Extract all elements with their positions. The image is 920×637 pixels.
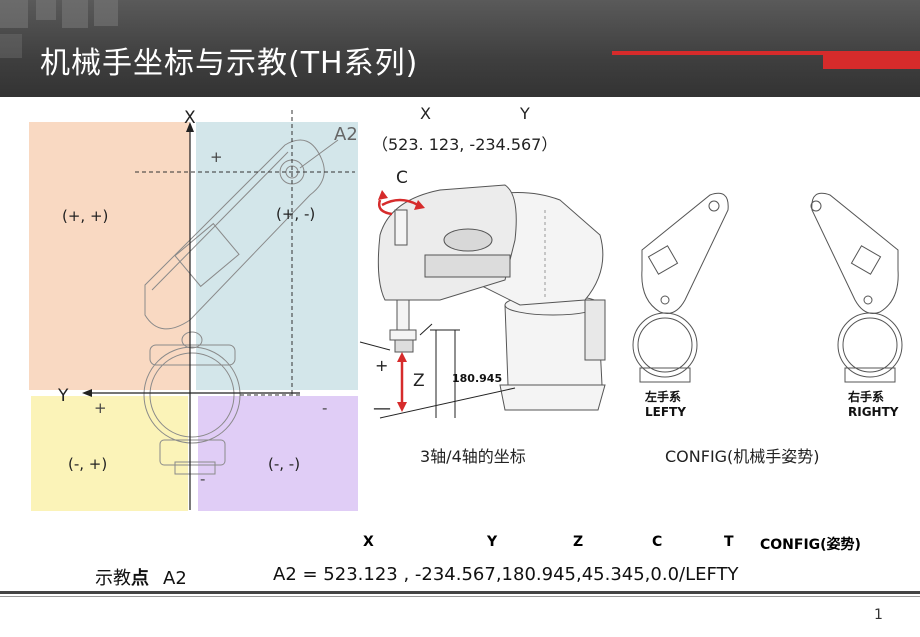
table-header-x: X — [363, 534, 374, 550]
quadrant-label-bl: (-, +) — [68, 455, 108, 473]
teach-point-bold: 点 — [131, 568, 149, 589]
table-header-z: Z — [573, 534, 584, 550]
plus-sign: + — [375, 356, 389, 375]
slide-title: 机械手坐标与示教(TH系列) — [40, 46, 419, 81]
table-header-t: T — [724, 534, 734, 550]
table-header-config: CONFIG(姿势) — [760, 537, 861, 553]
teach-point-value: A2 = 523.123 , -234.567,180.945,45.345,0… — [273, 564, 739, 585]
x-axis-arrow — [186, 122, 194, 132]
mid-caption: 3轴/4轴的坐标 — [420, 447, 526, 466]
quadrant-bottom-left — [31, 396, 188, 511]
quadrant-label-br: (-, -) — [268, 455, 301, 473]
coord-x-header: X — [420, 104, 431, 123]
x-axis-label: X — [184, 108, 196, 128]
teach-point-prefix: 示教 — [95, 568, 131, 589]
slide-header: 机械手坐标与示教(TH系列) — [0, 0, 920, 97]
minus-sign: — — [373, 398, 391, 419]
coord-y-header: Y — [520, 104, 530, 123]
page-number: 1 — [874, 607, 883, 623]
right-caption: CONFIG(机械手姿势) — [665, 447, 820, 466]
footer-divider — [0, 596, 920, 597]
righty-cn-label: 右手系 — [848, 390, 885, 404]
decor-tile — [94, 0, 118, 26]
decor-tile — [36, 0, 56, 20]
y-axis-arrow — [82, 389, 92, 397]
y-axis-label: Y — [58, 386, 69, 406]
righty-en-label: RIGHTY — [848, 405, 899, 419]
plus-sign: + — [94, 399, 107, 417]
coord-value: （523. 123, -234.567） — [372, 135, 558, 154]
teach-point-label: 示教点 A2 — [95, 564, 187, 590]
accent-block — [823, 53, 920, 69]
z-value-label: 180.945 — [452, 372, 503, 385]
point-a2-label: A2 — [334, 124, 358, 145]
decor-tile — [0, 34, 22, 58]
teach-point-name: A2 — [163, 568, 187, 589]
quadrant-label-tl: (+, +) — [62, 207, 109, 225]
lefty-en-label: LEFTY — [645, 405, 686, 419]
plus-sign: + — [210, 148, 223, 166]
decor-tile — [0, 0, 28, 28]
minus-sign: - — [322, 399, 328, 417]
table-header-y: Y — [487, 534, 498, 550]
lefty-cn-label: 左手系 — [645, 390, 682, 404]
table-header-c: C — [652, 534, 663, 550]
minus-sign: - — [200, 470, 206, 488]
accent-line — [612, 51, 920, 55]
z-axis-label: Z — [413, 371, 425, 391]
quadrant-label-tr: (+, -) — [276, 205, 316, 223]
c-axis-label: C — [396, 168, 408, 188]
decor-tile — [62, 0, 88, 28]
footer-divider — [0, 591, 920, 594]
